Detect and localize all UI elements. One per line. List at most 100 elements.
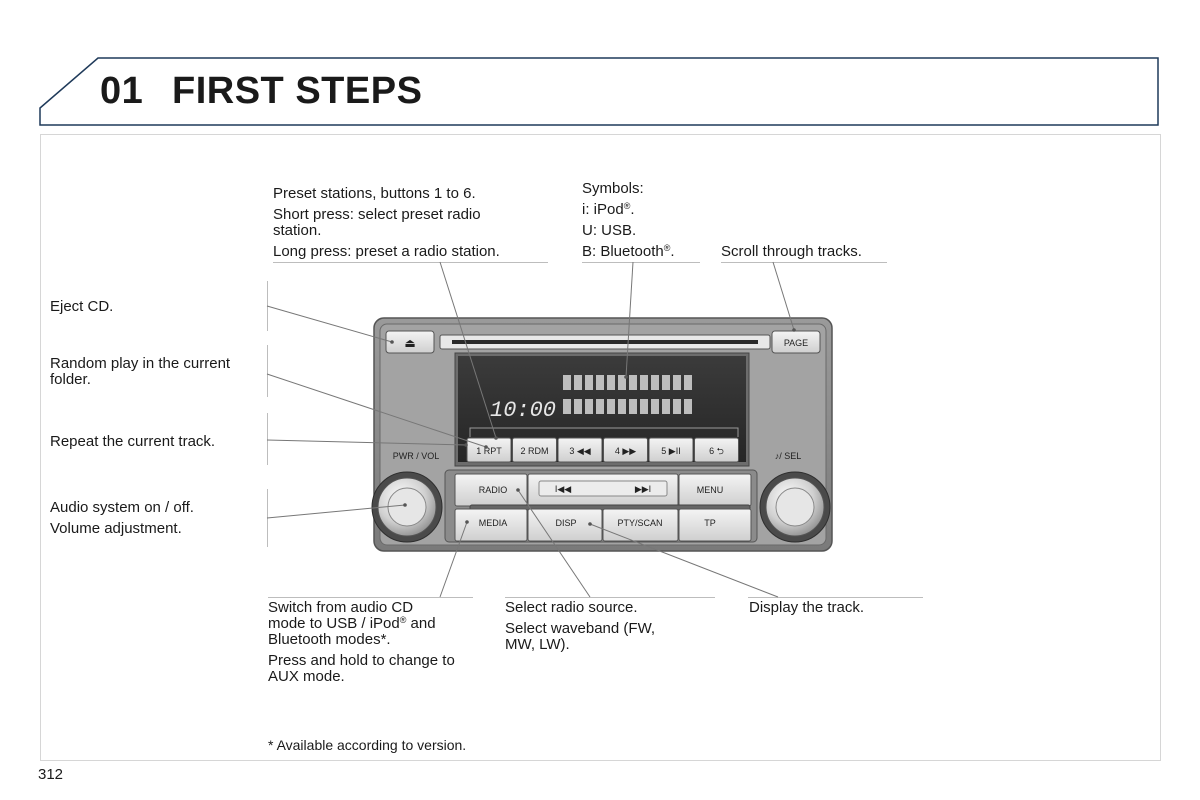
radio-src-line3: MW, LW). xyxy=(505,636,570,653)
symbols-ipod: i: iPod®. xyxy=(582,201,635,218)
pwr-vol-label: PWR / VOL xyxy=(393,451,440,461)
display-segment xyxy=(596,399,604,414)
display-segment xyxy=(607,375,615,390)
display-segment xyxy=(640,399,648,414)
chapter-title: FIRST STEPS xyxy=(172,70,423,112)
callout-symbols: Symbols: i: iPod®. U: USB. B: Bluetooth®… xyxy=(582,181,675,260)
display-segment xyxy=(574,375,582,390)
preset-line1: Preset stations, buttons 1 to 6. xyxy=(273,185,476,202)
svg-text:DISP: DISP xyxy=(555,518,576,528)
preset-buttons: 1 RPT 2 RDM 3 ◀◀4 ▶▶ 5 ▶II 6 ⮌ xyxy=(466,437,739,463)
display-segment xyxy=(563,399,571,414)
eject-button: ⏏ xyxy=(385,330,435,354)
prev-track-icon: I◀◀ xyxy=(555,484,571,494)
svg-text:MEDIA: MEDIA xyxy=(479,518,508,528)
display-segment xyxy=(585,399,593,414)
svg-text:TP: TP xyxy=(704,518,716,528)
svg-text:MENU: MENU xyxy=(697,485,724,495)
display-segment xyxy=(651,399,659,414)
page-button: PAGE xyxy=(771,330,821,354)
callout-eject: Eject CD. xyxy=(50,298,114,315)
display-segment xyxy=(673,375,681,390)
page-number: 312 xyxy=(38,766,64,783)
symbols-title: Symbols: xyxy=(582,180,644,197)
preset-button-3: 3 ◀◀ xyxy=(557,437,603,463)
svg-text:PAGE: PAGE xyxy=(784,338,808,348)
preset-button-label: 1 RPT xyxy=(476,446,502,456)
callout-media: Switch from audio CD mode to USB / iPod®… xyxy=(268,600,455,685)
preset-button-label: 5 ▶II xyxy=(661,446,680,456)
preset-underline xyxy=(273,262,548,263)
content-frame xyxy=(40,134,1161,761)
display-segment xyxy=(651,375,659,390)
callout-preset: Preset stations, buttons 1 to 6. Short p… xyxy=(273,186,500,260)
display-segment xyxy=(640,375,648,390)
media-line5: AUX mode. xyxy=(268,668,345,685)
display-segment xyxy=(563,375,571,390)
repeat-bracket xyxy=(267,413,268,465)
random-line2: folder. xyxy=(50,371,91,388)
random-line1: Random play in the current xyxy=(50,355,231,372)
display-segment xyxy=(673,399,681,414)
media-line4: Press and hold to change to xyxy=(268,652,455,669)
display-segment xyxy=(618,399,626,414)
svg-text:PTY/SCAN: PTY/SCAN xyxy=(617,518,662,528)
preset-button-5: 5 ▶II xyxy=(648,437,694,463)
menu-button: MENU xyxy=(678,473,752,507)
display-segment xyxy=(618,375,626,390)
display-segments-row1 xyxy=(563,375,692,390)
preset-line3: Long press: preset a radio station. xyxy=(273,243,500,260)
display-segment xyxy=(596,375,604,390)
symbols-underline xyxy=(582,262,700,263)
volume-knob xyxy=(371,471,443,543)
header-band xyxy=(39,57,1159,126)
preset-button-2: 2 RDM xyxy=(512,437,557,463)
display-segment xyxy=(684,399,692,414)
display-segment xyxy=(585,375,593,390)
radio-src-overline xyxy=(505,597,715,598)
svg-text:RADIO: RADIO xyxy=(479,485,508,495)
preset-line2a: Short press: select preset radio xyxy=(273,206,481,223)
display-segment xyxy=(684,375,692,390)
radio-src-line2: Select waveband (FW, xyxy=(505,620,656,637)
random-bracket xyxy=(267,345,268,397)
media-line2: mode to USB / iPod® and xyxy=(268,615,436,632)
preset-button-label: 2 RDM xyxy=(520,446,548,456)
display-segments-row2 xyxy=(563,399,692,414)
chapter-number: 01 xyxy=(100,70,144,112)
eject-icon: ⏏ xyxy=(404,336,415,350)
preset-button-6: 6 ⮌ xyxy=(694,437,739,463)
preset-button-1: 1 RPT xyxy=(466,437,512,463)
display-segment xyxy=(574,399,582,414)
callout-random: Random play in the current folder. xyxy=(50,356,230,388)
radio-src-line1: Select radio source. xyxy=(505,599,638,616)
callout-radio-source: Select radio source. Select waveband (FW… xyxy=(505,600,655,653)
callout-display: Display the track. xyxy=(749,599,865,616)
preset-button-label: 6 ⮌ xyxy=(709,446,724,456)
next-track-icon: ▶▶I xyxy=(635,484,651,494)
media-button: MEDIA xyxy=(454,508,528,542)
callout-scroll: Scroll through tracks. xyxy=(721,243,862,260)
pty-scan-button: PTY/SCAN xyxy=(602,508,679,542)
scroll-underline xyxy=(721,262,887,263)
media-line3: Bluetooth modes*. xyxy=(268,631,391,648)
media-overline xyxy=(268,597,473,598)
symbols-usb: U: USB. xyxy=(582,222,637,239)
power-line2: Volume adjustment. xyxy=(50,520,182,537)
footnote: * Available according to version. xyxy=(268,737,467,753)
callout-power: Audio system on / off. Volume adjustment… xyxy=(50,500,194,537)
display-segment xyxy=(629,399,637,414)
display-segment xyxy=(662,375,670,390)
power-line1: Audio system on / off. xyxy=(50,499,194,516)
callout-repeat: Repeat the current track. xyxy=(50,433,216,450)
sel-label: ♪/ SEL xyxy=(775,451,802,461)
preset-button-4: 4 ▶▶ xyxy=(603,437,648,463)
leader-lines xyxy=(266,261,795,598)
display-overline xyxy=(748,597,923,598)
preset-line2b: station. xyxy=(273,222,322,239)
tp-button: TP xyxy=(678,508,752,542)
display-time: 10:00 xyxy=(490,398,556,423)
display-segment xyxy=(607,399,615,414)
seek-button: I◀◀ ▶▶I xyxy=(527,473,679,507)
